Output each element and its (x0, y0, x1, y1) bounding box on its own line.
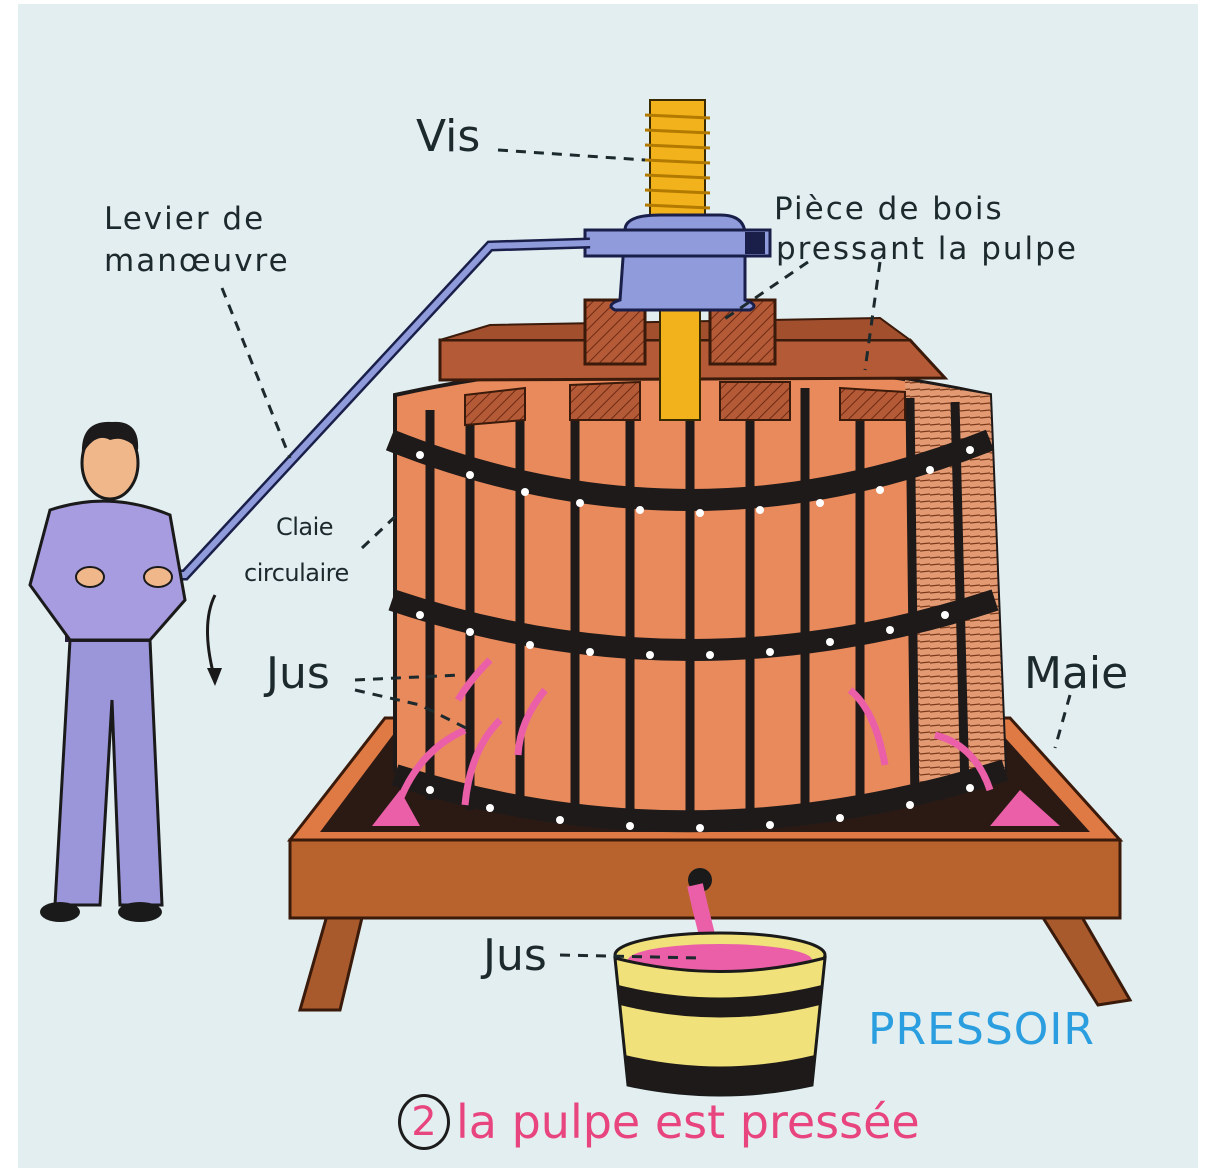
leader-lines (220, 148, 1072, 960)
juice-bucket (613, 868, 827, 1097)
label-jus-side: Jus (266, 648, 330, 699)
label-claie-line1: Claie (276, 513, 334, 541)
label-levier-line2: manœuvre (104, 243, 290, 279)
label-maie: Maie (1024, 648, 1129, 699)
label-claie-line2: circulaire (244, 559, 349, 587)
caption-text: la pulpe est pressée (456, 1095, 920, 1149)
juice-arrows (396, 657, 994, 806)
diagram-caption: 2 la pulpe est pressée (398, 1094, 920, 1150)
man-figure (28, 421, 222, 922)
wood-blocks (464, 380, 906, 427)
down-arrow-icon (206, 594, 217, 681)
diagram-title: PRESSOIR (868, 1004, 1095, 1055)
vis-screw (644, 99, 711, 421)
label-piece-line2: pressant la pulpe (776, 231, 1078, 267)
claie-barrel (385, 360, 1009, 833)
label-jus-bucket: Jus (483, 930, 547, 981)
label-vis: Vis (416, 111, 481, 162)
label-piece-line1: Pièce de bois (774, 191, 1004, 227)
wine-press-illustration (28, 99, 1133, 1097)
label-levier-line1: Levier de (104, 201, 266, 237)
step-number-badge: 2 (398, 1094, 450, 1150)
screw-nut (583, 213, 772, 312)
hoop-rivets (416, 446, 974, 832)
diagram-poster: Vis Levier de manœuvre Pièce de bois pre… (18, 4, 1198, 1168)
